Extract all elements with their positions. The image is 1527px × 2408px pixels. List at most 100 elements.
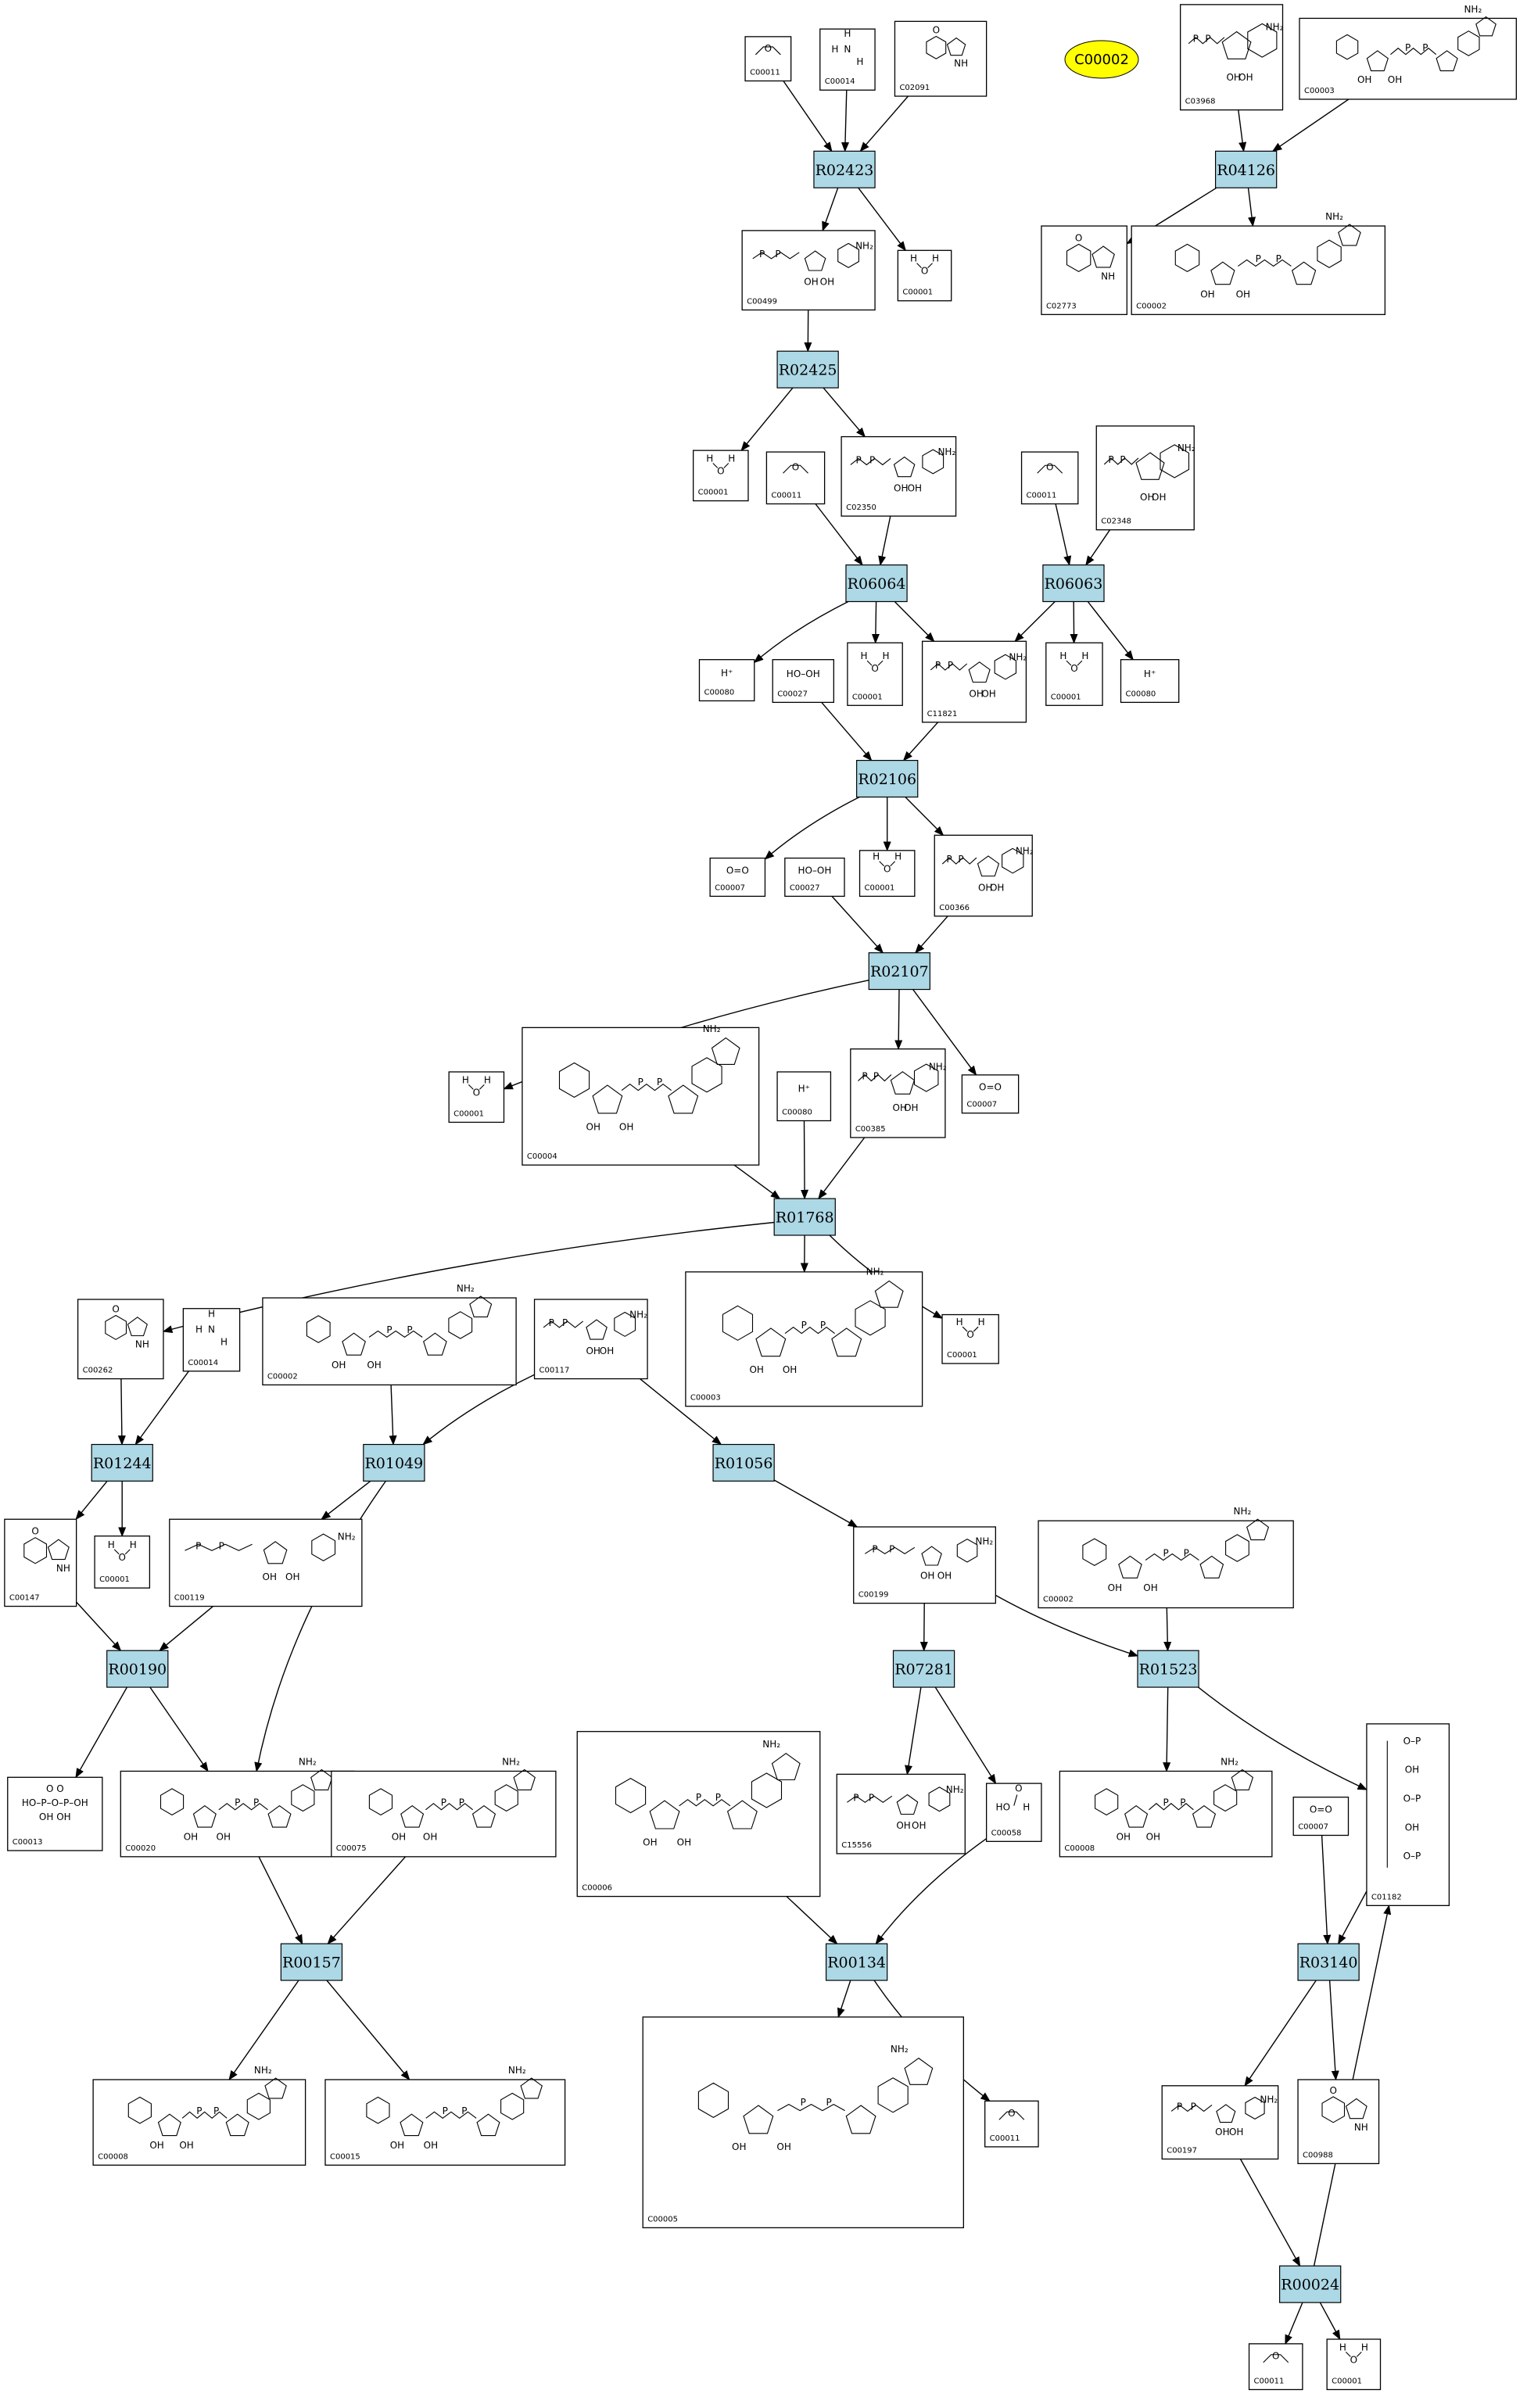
reaction-node-r02107[interactable]: R02107 (868, 952, 930, 991)
reaction-node-r01049[interactable]: R01049 (363, 1443, 425, 1482)
structure-atom: H (956, 1317, 963, 1328)
compound-box (894, 20, 988, 97)
compound-node-c00080[interactable]: H⁺C00080 (1120, 659, 1180, 704)
highlight-node-c00002[interactable] (1064, 40, 1139, 79)
structure-atom: OH (1388, 74, 1402, 85)
structure-bond (850, 457, 891, 466)
compound-box (698, 659, 755, 702)
compound-id-label: C00119 (174, 1594, 205, 1603)
structure-atom: NH₂ (855, 241, 873, 252)
reaction-node-r03140[interactable]: R03140 (1297, 1943, 1360, 1981)
structure-bond (1188, 37, 1225, 45)
compound-box (685, 1271, 923, 1407)
structure-atom: H (706, 453, 713, 464)
reaction-edge (162, 1221, 775, 1334)
structure-ring (926, 35, 947, 59)
reaction-node-r04126[interactable]: R04126 (1214, 150, 1278, 188)
compound-id-label: C11821 (927, 710, 958, 718)
reaction-node-r06063[interactable]: R06063 (1042, 564, 1105, 603)
reaction-node-r00134[interactable]: R00134 (825, 1943, 888, 1981)
reaction-node-r01523[interactable]: R01523 (1137, 1650, 1199, 1688)
compound-id-label: C00988 (1303, 2151, 1333, 2159)
compound-node-c00080[interactable]: H⁺C00080 (698, 659, 755, 702)
reaction-edge (902, 722, 939, 761)
reaction-node-r01244[interactable]: R01244 (91, 1443, 153, 1482)
structure-atom: H (1339, 2342, 1346, 2352)
structure-bond (543, 1320, 584, 1328)
reaction-node-r07281[interactable]: R07281 (892, 1650, 955, 1688)
reaction-node-r02425[interactable]: R02425 (776, 350, 839, 389)
structure-ring (160, 1788, 185, 1816)
structure-atom: P (958, 854, 963, 865)
compound-box (897, 249, 952, 302)
reaction-node-r00190[interactable]: R00190 (106, 1650, 169, 1688)
reaction-node-r01056[interactable]: R01056 (712, 1443, 775, 1482)
reaction-node-r02423[interactable]: R02423 (813, 150, 876, 188)
reaction-node-r00024[interactable]: R00024 (1279, 2265, 1342, 2303)
reaction-node-r00157[interactable]: R00157 (280, 1943, 343, 1981)
compound-id-label: C00001 (1051, 693, 1081, 701)
structure-bond (425, 2111, 477, 2119)
reaction-node-r01768[interactable]: R01768 (773, 1198, 836, 1236)
reaction-node-r02106[interactable]: R02106 (856, 759, 919, 798)
compound-box (262, 1297, 517, 1386)
reaction-node-r06064[interactable]: R06064 (845, 564, 908, 603)
compound-box (1180, 4, 1284, 111)
compound-node-c00080[interactable]: H⁺C00080 (776, 1071, 832, 1122)
